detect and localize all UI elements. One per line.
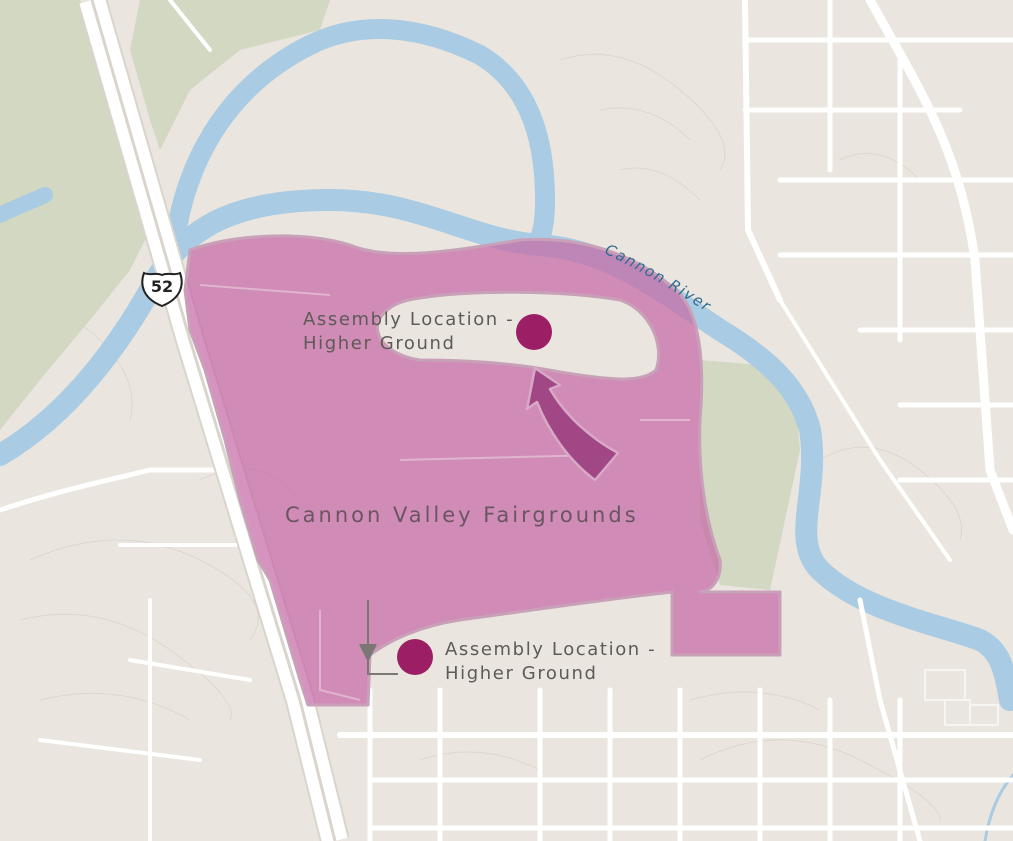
evacuation-arrow-icon — [525, 366, 620, 482]
fairgrounds-label: Cannon Valley Fairgrounds — [285, 503, 639, 527]
assembly-point-lower-marker[interactable] — [397, 639, 433, 675]
assembly-point-upper-marker[interactable] — [516, 314, 552, 350]
park-north — [130, 0, 330, 150]
highway-shield: 52 — [140, 270, 184, 308]
assembly-label-upper-line2: Higher Ground — [303, 333, 456, 354]
assembly-label-upper: Assembly Location - Higher Ground — [303, 308, 514, 356]
park-east — [700, 360, 800, 590]
building-outlines — [924, 669, 999, 726]
flood-zone-area[interactable] — [183, 234, 782, 707]
assembly-label-lower-line2: Higher Ground — [445, 663, 598, 684]
fairground-paths — [199, 284, 690, 701]
assembly-label-lower-line1: Assembly Location - — [445, 639, 657, 660]
us-route-shield-icon — [141, 271, 183, 308]
direction-pointer-icon — [359, 600, 398, 675]
assembly-label-upper-line1: Assembly Location - — [303, 309, 515, 330]
river-oxbow-loop — [165, 18, 555, 255]
highway-number: 52 — [150, 277, 174, 296]
river-west-branch — [0, 187, 53, 223]
assembly-label-lower: Assembly Location - Higher Ground — [445, 638, 656, 686]
